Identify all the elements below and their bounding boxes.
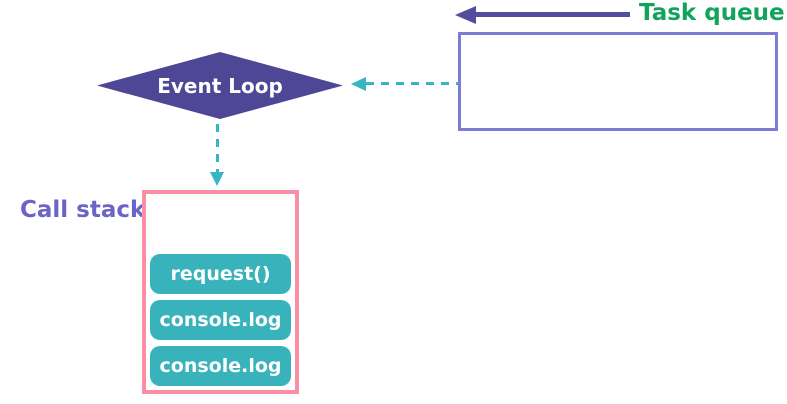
- call-stack-box: request() console.log console.log: [142, 190, 299, 394]
- call-stack-frame: console.log: [150, 346, 291, 386]
- queue-to-eventloop-arrow-head-icon: [351, 77, 366, 91]
- task-queue-arrow-head-icon: [455, 6, 476, 24]
- event-loop-label: Event Loop: [157, 73, 283, 98]
- eventloop-to-callstack-arrow-head-icon: [210, 172, 224, 186]
- task-queue-box: [458, 32, 778, 131]
- queue-to-eventloop-arrow-line: [366, 82, 458, 85]
- task-queue-label: Task queue: [639, 0, 785, 26]
- call-stack-frame: request(): [150, 254, 291, 294]
- call-stack-frame: console.log: [150, 300, 291, 340]
- call-stack-label: Call stack: [20, 197, 146, 223]
- task-queue-arrow-shaft: [473, 12, 630, 17]
- event-loop-diamond: Event Loop: [97, 52, 343, 119]
- eventloop-to-callstack-arrow-line: [216, 124, 219, 172]
